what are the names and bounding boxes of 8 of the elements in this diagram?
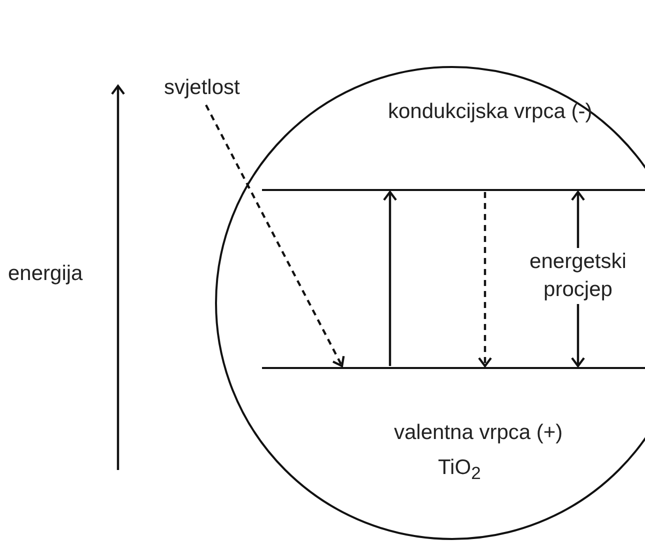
- arrow: [205, 104, 345, 368]
- node-label: svjetlost: [164, 76, 240, 100]
- axis-label: energija: [8, 262, 83, 286]
- arrow: [382, 190, 398, 366]
- material-label: TiO$_{2}$: [438, 456, 481, 484]
- band-label: kondukcijska vrpca (-): [388, 100, 592, 124]
- band-label: valentna vrpca (+): [394, 421, 563, 445]
- arrow: [478, 192, 492, 368]
